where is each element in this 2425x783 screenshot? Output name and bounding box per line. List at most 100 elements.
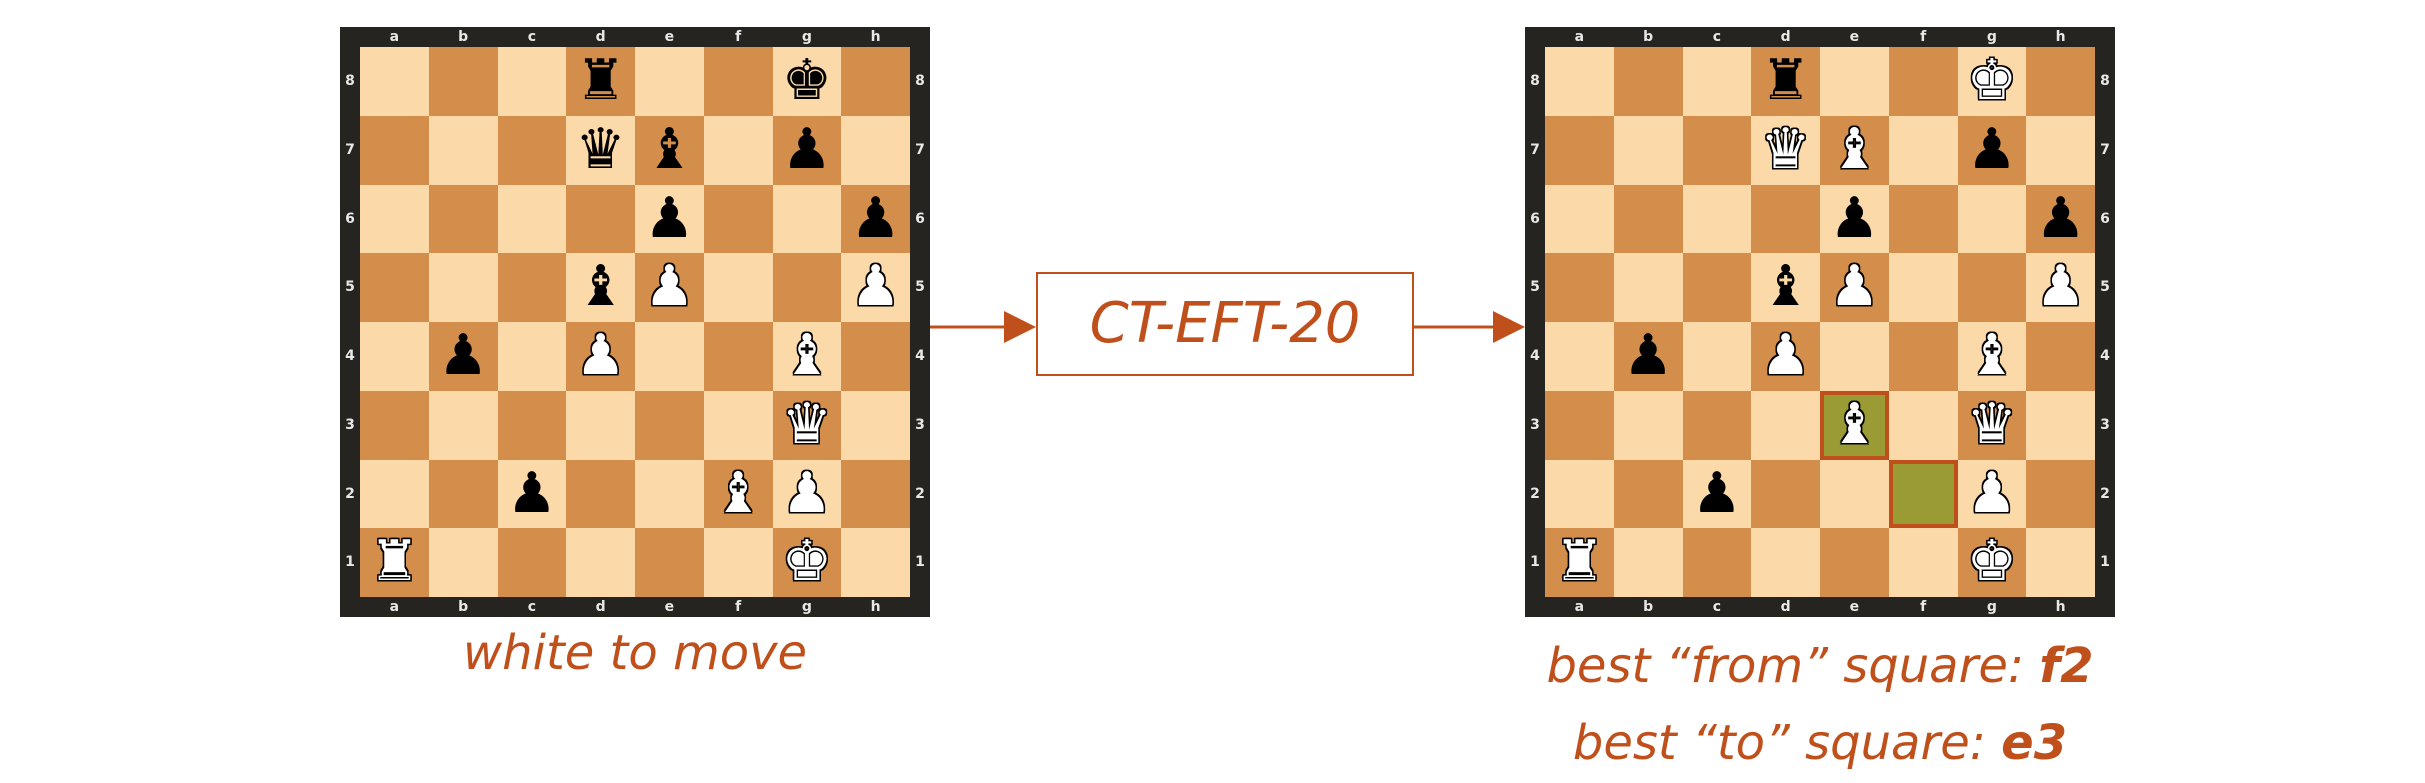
white-pawn-icon: ♟ bbox=[1829, 254, 1880, 320]
white-king-icon: ♚ bbox=[1966, 48, 2017, 113]
square-d2 bbox=[1751, 459, 1820, 529]
square-a7 bbox=[1545, 115, 1614, 185]
white-pawn-icon: ♟ bbox=[1966, 460, 2017, 526]
file-label-h: h bbox=[2055, 599, 2066, 615]
white-king-icon: ♚ bbox=[781, 529, 832, 595]
rank-label-3: 3 bbox=[915, 416, 925, 433]
square-f2 bbox=[1888, 459, 1958, 529]
file-label-c: c bbox=[1712, 599, 1722, 615]
square-b3 bbox=[1613, 390, 1683, 460]
square-h1 bbox=[841, 528, 910, 597]
best-from-caption: best “from” square: f2 bbox=[1430, 638, 2210, 694]
black-pawn-icon: ♟ bbox=[2035, 185, 2086, 251]
square-e8 bbox=[635, 47, 704, 116]
square-b5 bbox=[428, 253, 498, 322]
white-queen-icon: ♛ bbox=[1760, 116, 1811, 182]
square-c5 bbox=[1682, 253, 1752, 322]
square-d5: ♝ bbox=[1751, 253, 1820, 322]
square-g4: ♝ bbox=[772, 322, 842, 391]
square-h6: ♟ bbox=[841, 184, 910, 254]
black-pawn-icon: ♟ bbox=[1691, 460, 1742, 526]
square-g7: ♟ bbox=[1957, 115, 2027, 185]
rank-label-6: 6 bbox=[915, 210, 925, 227]
square-h3 bbox=[841, 390, 910, 460]
square-f1 bbox=[703, 528, 773, 597]
black-pawn-icon: ♟ bbox=[506, 460, 557, 526]
file-label-c: c bbox=[1712, 29, 1722, 45]
rank-label-6: 6 bbox=[2100, 210, 2110, 227]
square-c6 bbox=[1682, 184, 1752, 254]
white-bishop-icon: ♝ bbox=[1829, 116, 1880, 182]
square-e7: ♝ bbox=[1820, 115, 1889, 185]
rank-label-8: 8 bbox=[345, 73, 355, 89]
square-a1: ♜ bbox=[1545, 528, 1614, 597]
square-d8: ♜ bbox=[566, 47, 635, 116]
board-grid: ♜♚♛♝♟♟♟♝♟♟♟♟♝♛♟♝♟♜♚ bbox=[360, 47, 910, 597]
rank-label-3: 3 bbox=[345, 416, 355, 433]
square-h2 bbox=[841, 459, 910, 529]
square-d2 bbox=[566, 459, 635, 529]
square-f1 bbox=[1888, 528, 1958, 597]
square-c3 bbox=[1682, 390, 1752, 460]
rank-label-7: 7 bbox=[345, 141, 355, 158]
rank-label-7: 7 bbox=[1530, 141, 1540, 158]
best-to-label: best “to” square: bbox=[1572, 715, 2002, 771]
square-b4: ♟ bbox=[1613, 322, 1683, 391]
square-f5 bbox=[1888, 253, 1958, 322]
rank-label-1: 1 bbox=[345, 554, 355, 571]
rank-label-1: 1 bbox=[915, 554, 925, 571]
square-a8 bbox=[1545, 47, 1614, 116]
square-e1 bbox=[1820, 528, 1889, 597]
white-king-icon: ♚ bbox=[1966, 529, 2017, 595]
file-label-g: g bbox=[801, 29, 812, 45]
white-pawn-icon: ♟ bbox=[781, 460, 832, 526]
white-queen-icon: ♛ bbox=[1966, 391, 2017, 457]
arrow-model-to-right bbox=[1414, 311, 1525, 343]
rank-label-8: 8 bbox=[1530, 73, 1540, 89]
square-d3 bbox=[1751, 390, 1820, 460]
square-d7: ♛ bbox=[1751, 115, 1820, 185]
square-c8 bbox=[497, 47, 567, 116]
square-g1: ♚ bbox=[772, 528, 842, 597]
rank-label-6: 6 bbox=[1530, 210, 1540, 227]
white-rook-icon: ♜ bbox=[369, 529, 420, 595]
square-h2 bbox=[2026, 459, 2095, 529]
square-d1 bbox=[566, 528, 635, 597]
square-g3: ♛ bbox=[772, 390, 842, 460]
square-e3: ♝ bbox=[1820, 390, 1889, 460]
black-pawn-icon: ♟ bbox=[781, 116, 832, 182]
file-label-b: b bbox=[458, 599, 469, 615]
black-rook-icon: ♜ bbox=[1760, 48, 1811, 113]
square-a3 bbox=[360, 390, 429, 460]
square-g5 bbox=[1957, 253, 2027, 322]
square-c2: ♟ bbox=[1682, 459, 1752, 529]
file-label-d: d bbox=[595, 29, 606, 45]
file-label-e: e bbox=[1849, 599, 1860, 615]
square-a2 bbox=[1545, 459, 1614, 529]
left-caption: white to move bbox=[462, 625, 808, 681]
square-b7 bbox=[1613, 115, 1683, 185]
file-label-d: d bbox=[1780, 599, 1791, 615]
square-g2: ♟ bbox=[772, 459, 842, 529]
square-h3 bbox=[2026, 390, 2095, 460]
best-from-value: f2 bbox=[2039, 638, 2094, 694]
rank-label-5: 5 bbox=[345, 279, 355, 296]
square-g2: ♟ bbox=[1957, 459, 2027, 529]
square-e7: ♝ bbox=[635, 115, 704, 185]
square-a3 bbox=[1545, 390, 1614, 460]
best-to-caption: best “to” square: e3 bbox=[1430, 715, 2210, 771]
rank-label-1: 1 bbox=[1530, 554, 1540, 571]
file-label-g: g bbox=[1986, 599, 1997, 615]
file-label-f: f bbox=[735, 29, 742, 45]
rank-label-2: 2 bbox=[1530, 485, 1540, 502]
square-f3 bbox=[1888, 390, 1958, 460]
square-d8: ♜ bbox=[1751, 47, 1820, 116]
square-c3 bbox=[497, 390, 567, 460]
square-b6 bbox=[428, 184, 498, 254]
white-bishop-icon: ♝ bbox=[713, 460, 764, 526]
square-g8: ♚ bbox=[772, 47, 842, 116]
file-label-h: h bbox=[2055, 29, 2066, 45]
rank-label-8: 8 bbox=[2100, 73, 2110, 89]
rank-label-4: 4 bbox=[2100, 348, 2110, 364]
